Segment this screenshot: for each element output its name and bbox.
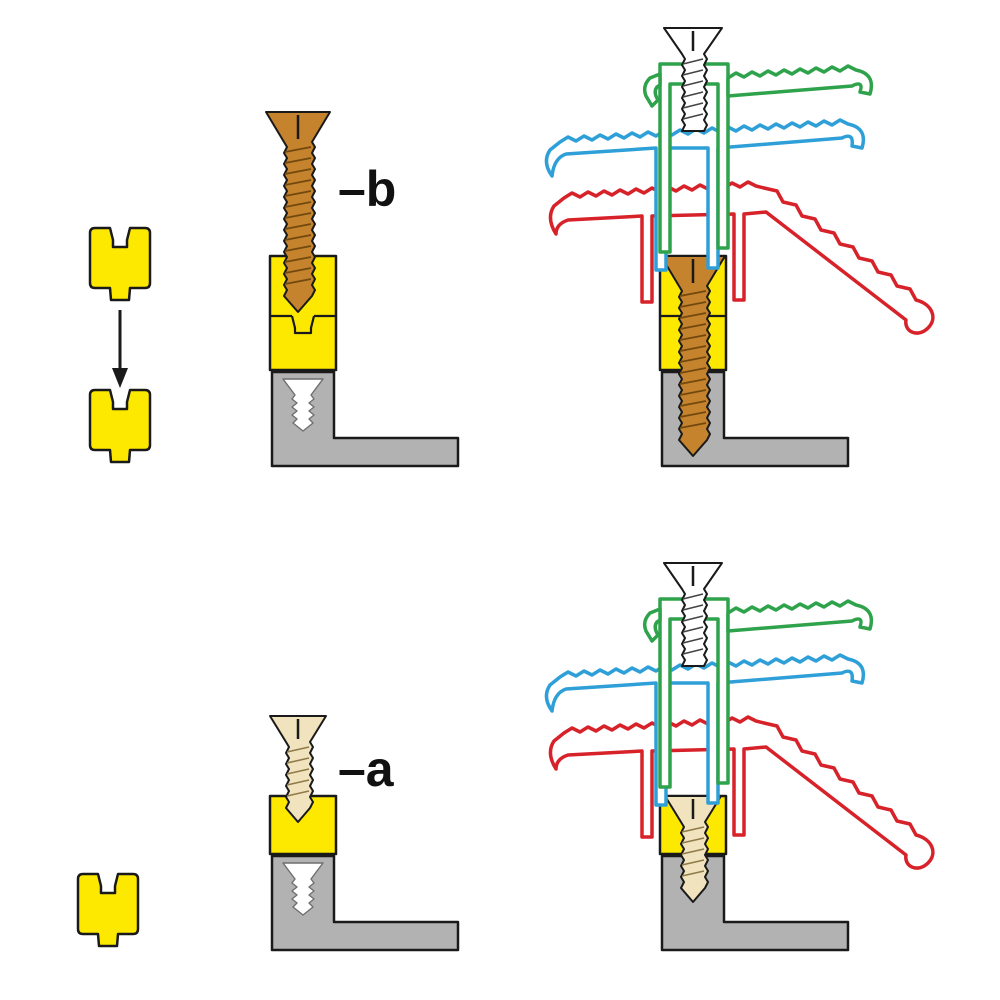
spacer-block-upper xyxy=(88,226,152,302)
spacer-block-lower xyxy=(88,388,152,464)
panel-top-right xyxy=(546,28,932,468)
panel-profiles xyxy=(546,28,932,333)
panel-profiles xyxy=(546,563,932,868)
label-short-screw: –a xyxy=(338,741,395,797)
panel-middle-top: –b xyxy=(264,110,460,468)
assembly-arrow-head xyxy=(112,368,128,388)
panel-bottom-right xyxy=(546,563,932,952)
panel-middle-bottom: –a xyxy=(268,714,460,952)
panel-bottom-left xyxy=(76,872,140,948)
panel-top-left xyxy=(88,226,152,464)
label-long-screw: –b xyxy=(338,161,396,217)
spacer-block xyxy=(76,872,140,948)
